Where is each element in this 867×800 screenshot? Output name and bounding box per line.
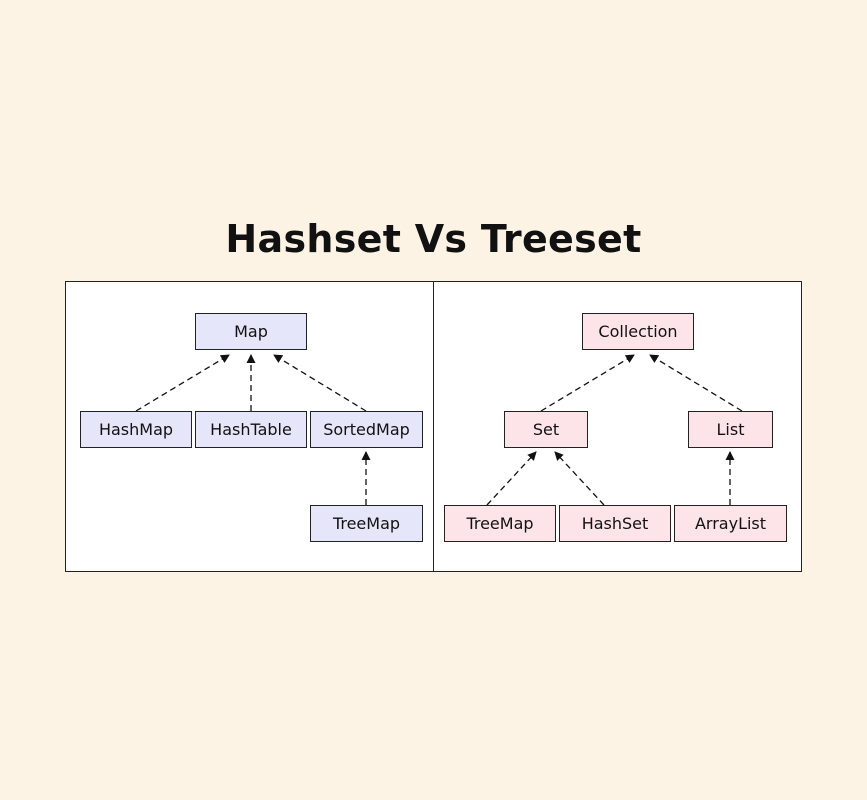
- node-list: List: [688, 411, 773, 448]
- node-treemap-right: TreeMap: [444, 505, 556, 542]
- node-collection: Collection: [582, 313, 694, 350]
- node-sortedmap: SortedMap: [310, 411, 423, 448]
- node-hashtable: HashTable: [195, 411, 307, 448]
- node-treemap-left: TreeMap: [310, 505, 423, 542]
- node-hashmap: HashMap: [80, 411, 192, 448]
- node-map: Map: [195, 313, 307, 350]
- node-arraylist: ArrayList: [674, 505, 787, 542]
- page-title: Hashset Vs Treeset: [225, 217, 642, 261]
- node-hashset: HashSet: [559, 505, 671, 542]
- node-set: Set: [504, 411, 588, 448]
